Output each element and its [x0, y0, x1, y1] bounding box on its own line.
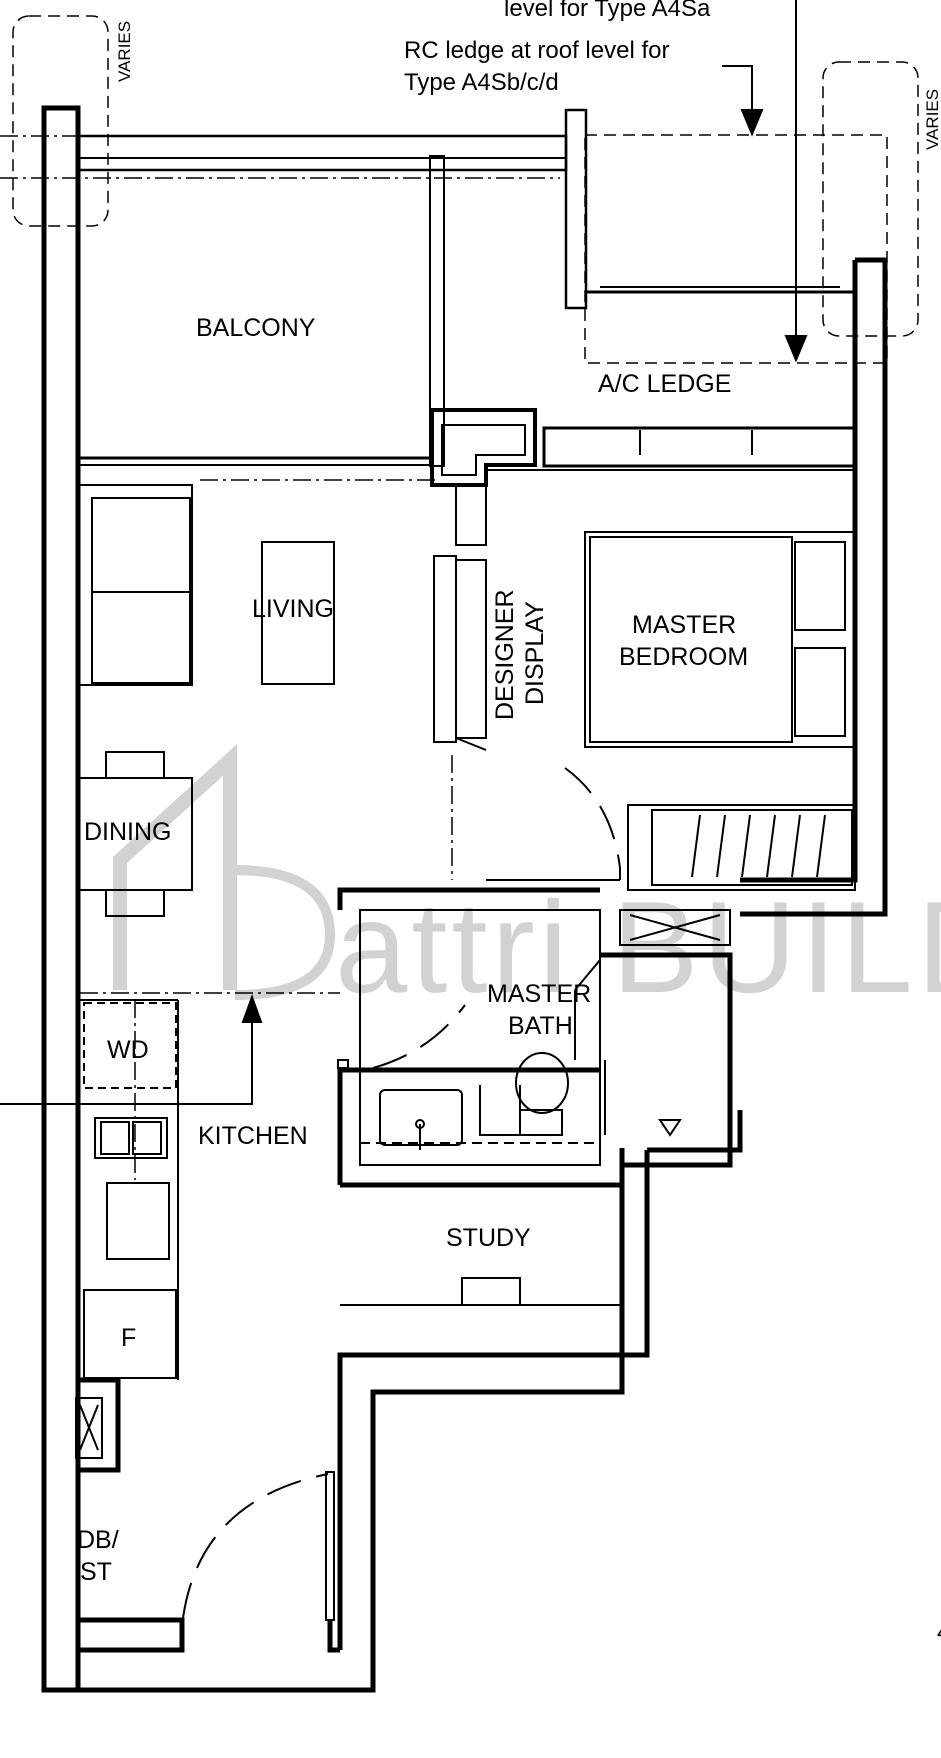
kitchen-arrow — [0, 994, 263, 1105]
note-rc-ledge-line2: Type A4Sb/c/d — [404, 69, 559, 96]
varies-label-right: VARIES — [923, 89, 941, 150]
sofa — [77, 484, 193, 686]
master-bed — [584, 531, 856, 748]
rc-ledge-arrows — [722, 0, 808, 363]
room-label-dining: DINING — [84, 818, 172, 846]
room-label-master-bedroom-2: BEDROOM — [619, 643, 748, 671]
room-label-fridge: F — [121, 1324, 136, 1352]
designer-display — [433, 555, 487, 751]
page-mark: 4 — [937, 1619, 941, 1646]
room-label-master-bath-2: BATH — [508, 1012, 573, 1040]
note-type-a4sa: level for Type A4Sa — [504, 0, 711, 22]
room-label-st: ST — [80, 1558, 112, 1586]
doors — [325, 868, 621, 1621]
balcony-structure — [76, 108, 855, 467]
walls — [41, 105, 888, 1693]
coffee-table — [261, 541, 335, 685]
bath-fixtures — [359, 909, 731, 1166]
roof-ledge-lines — [0, 135, 560, 1180]
column-and-bedroom-wall — [430, 408, 857, 546]
watermark: attri BUILD — [113, 744, 941, 1020]
note-rc-ledge-line1: RC ledge at roof level for — [404, 37, 669, 64]
kitchen-counter — [78, 999, 179, 1380]
db-st-closet — [75, 1397, 103, 1459]
room-label-balcony: BALCONY — [196, 314, 316, 342]
varies-label-left: VARIES — [115, 21, 134, 82]
door-swings — [182, 767, 621, 1619]
room-label-kitchen: KITCHEN — [198, 1122, 308, 1150]
room-label-ac-ledge: A/C LEDGE — [598, 370, 731, 398]
study-desk — [340, 1277, 622, 1306]
room-label-display: DISPLAY — [521, 601, 549, 705]
wardrobe — [627, 804, 856, 891]
room-label-master-bath-1: MASTER — [487, 980, 591, 1008]
room-label-db: DB/ — [77, 1526, 119, 1554]
room-label-study: STUDY — [446, 1224, 531, 1252]
room-label-master-bedroom-1: MASTER — [632, 611, 736, 639]
watermark-text: attri BUILD — [335, 874, 941, 1020]
room-label-living: LIVING — [252, 595, 334, 623]
dining-table — [77, 751, 193, 917]
room-label-wd: WD — [107, 1036, 149, 1064]
room-label-designer: DESIGNER — [491, 589, 519, 720]
varies-zones — [12, 15, 919, 364]
